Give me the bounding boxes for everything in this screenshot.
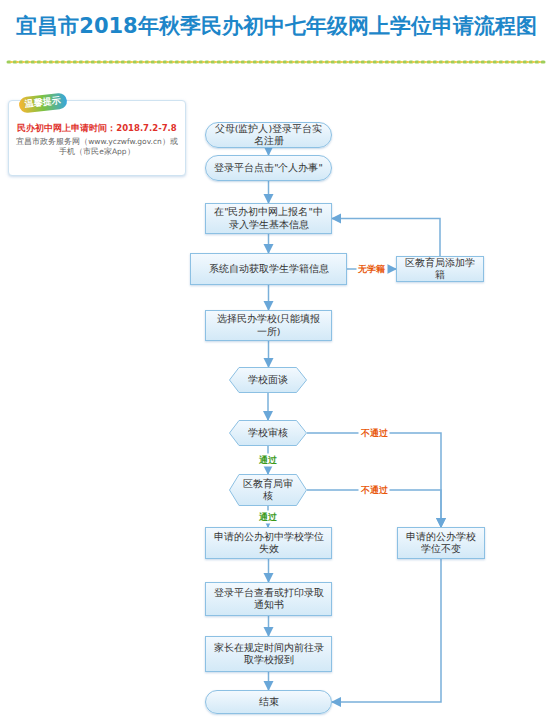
chart-title: 宜昌市2018年秋季民办初中七年级网上学位申请流程图	[0, 12, 553, 40]
edge-label: 通过	[257, 510, 279, 523]
process-box: 选择民办学校(只能填报一所)	[205, 310, 332, 341]
process-box: 申请的公办学校学位不变	[397, 527, 485, 559]
flow-arrow	[268, 672, 270, 690]
flow-arrow	[268, 341, 270, 367]
dotted-rule	[11, 61, 545, 63]
flow-arrow	[268, 234, 270, 253]
step-hexagon: 学校面谈	[229, 367, 307, 393]
flow-arrow	[268, 559, 270, 582]
node-label: 在"民办初中网上报名"中录入学生基本信息	[212, 206, 325, 231]
edge-label: 通过	[257, 454, 279, 467]
start-pill: 父母(监护人)登录平台实名注册	[205, 122, 332, 148]
flow-arrow	[268, 285, 270, 310]
node-label: 区教育局审核	[243, 478, 293, 503]
process-box: 系统自动获取学生学籍信息	[190, 253, 347, 285]
flow-arrow	[332, 219, 440, 257]
decision-hexagon: 区教育局审核	[229, 474, 307, 506]
decision-hexagon: 学校审核	[229, 420, 307, 446]
node-label: 申请的公办初中学校学位失效	[212, 531, 325, 556]
dotted-rule	[8, 61, 545, 64]
process-box: 在"民办初中网上报名"中录入学生基本信息	[205, 203, 332, 234]
node-label: 系统自动获取学生学籍信息	[209, 263, 329, 275]
edge-label: 无学籍	[356, 263, 387, 276]
node-label: 结束	[259, 696, 279, 708]
process-box: 家长在规定时间内前往录取学校报到	[205, 636, 332, 672]
tip-text: 民办初中网上申请时间：2018.7.2-7.8	[17, 123, 177, 134]
edge-label: 不通过	[359, 427, 390, 440]
process-box: 申请的公办初中学校学位失效	[205, 527, 332, 559]
node-label: 学校面谈	[248, 374, 288, 386]
node-label: 登录平台查看或打印录取通知书	[212, 587, 325, 612]
tip-text: 温馨提示	[18, 93, 67, 114]
flow-arrow	[268, 181, 270, 203]
process-box: 登录平台查看或打印录取通知书	[205, 582, 332, 616]
flow-arrow	[267, 393, 269, 420]
process-pill: 登录平台点击"个人办事"	[205, 155, 332, 181]
node-label: 登录平台点击"个人办事"	[214, 162, 323, 174]
edge-label: 不通过	[359, 484, 390, 497]
node-label: 父母(监护人)登录平台实名注册	[212, 123, 325, 148]
flow-arrow	[332, 559, 441, 702]
flow-arrow	[307, 433, 441, 527]
flow-arrow	[268, 148, 270, 155]
tip-box: 温馨提示民办初中网上申请时间：2018.7.2-7.8宜昌市政务服务网（www.…	[8, 100, 186, 176]
flow-arrow	[268, 616, 270, 636]
process-box: 区教育局添加学籍	[396, 256, 484, 282]
node-label: 学校审核	[248, 427, 288, 439]
node-label: 申请的公办学校学位不变	[404, 531, 478, 556]
end-pill: 结束	[205, 690, 332, 714]
node-label: 区教育局添加学籍	[403, 257, 477, 282]
node-label: 选择民办学校(只能填报一所)	[212, 313, 325, 338]
tip-text: 宜昌市政务服务网（www.yczwfw.gov.cn）或手机（市民e家App）	[15, 137, 179, 157]
node-label: 家长在规定时间内前往录取学校报到	[212, 642, 325, 667]
